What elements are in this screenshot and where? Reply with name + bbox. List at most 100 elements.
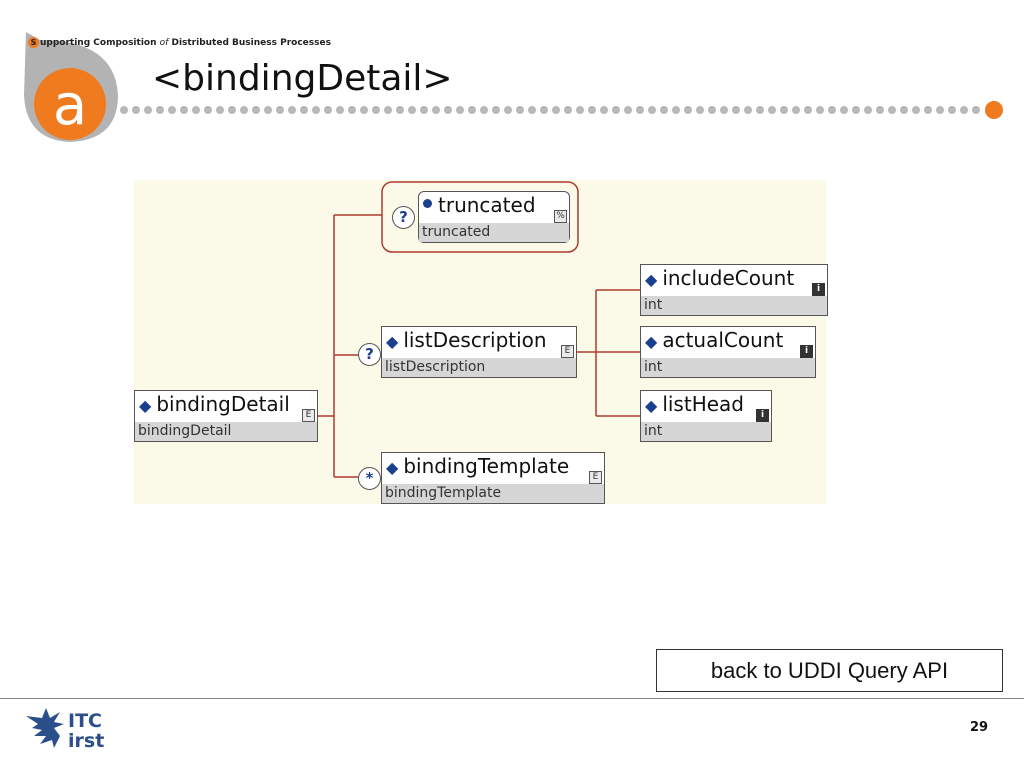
element-badge-icon: E [302, 409, 315, 422]
element-badge-icon: E [589, 471, 602, 484]
rule-dot [900, 106, 908, 114]
rule-dot [192, 106, 200, 114]
node-bindingTemplate[interactable]: ◆bindingTemplate bindingTemplate E [381, 452, 605, 504]
rule-dot [180, 106, 188, 114]
rule-dot [300, 106, 308, 114]
rule-dot [360, 106, 368, 114]
rule-dot [240, 106, 248, 114]
itc-irst-logo: ITC irst [26, 708, 104, 752]
rule-dot [696, 106, 704, 114]
rule-dot [516, 106, 524, 114]
info-badge-icon: i [800, 345, 813, 358]
zero-or-more-icon: * [358, 467, 381, 490]
rule-dot [480, 106, 488, 114]
rule-dot [600, 106, 608, 114]
diamond-icon: ◆ [386, 332, 399, 351]
rule-dot [684, 106, 692, 114]
rule-dot [756, 106, 764, 114]
rule-dot [408, 106, 416, 114]
node-bindingDetail[interactable]: ◆bindingDetail bindingDetail E [134, 390, 318, 442]
node-actualCount[interactable]: ◆actualCount int i [640, 326, 816, 378]
rule-dot [852, 106, 860, 114]
rule-dot [732, 106, 740, 114]
rule-dot [252, 106, 260, 114]
footer-divider [0, 698, 1024, 699]
rule-dot [216, 106, 224, 114]
rule-dot [384, 106, 392, 114]
rule-dot [924, 106, 932, 114]
rule-dot [132, 106, 140, 114]
rule-dot [432, 106, 440, 114]
info-badge-icon: i [756, 409, 769, 422]
rule-dot [888, 106, 896, 114]
rule-dot [156, 106, 164, 114]
rule-dot [552, 106, 560, 114]
rule-dot [420, 106, 428, 114]
rule-dot [348, 106, 356, 114]
diamond-icon: ◆ [139, 396, 152, 415]
info-badge-icon: i [812, 283, 825, 296]
rule-dot [780, 106, 788, 114]
rule-dot [576, 106, 584, 114]
optional-question-icon: ? [392, 206, 415, 229]
rule-dot [816, 106, 824, 114]
rule-dot [660, 106, 668, 114]
title-dotted-rule [120, 101, 1003, 119]
rule-dot [672, 106, 680, 114]
rule-dot [396, 106, 404, 114]
rule-dot [120, 106, 128, 114]
rule-dot [504, 106, 512, 114]
back-to-uddi-query-api-link[interactable]: back to UDDI Query API [656, 649, 1003, 692]
rule-dot [636, 106, 644, 114]
element-badge-icon: E [561, 345, 574, 358]
rule-dot [948, 106, 956, 114]
rule-dot [468, 106, 476, 114]
rule-dot [492, 106, 500, 114]
logo-a: a [24, 32, 118, 142]
rule-dot [864, 106, 872, 114]
svg-text:a: a [53, 73, 87, 138]
rule-dot [312, 106, 320, 114]
node-listHead[interactable]: ◆listHead int i [640, 390, 772, 442]
rule-dot [828, 106, 836, 114]
rule-dot [936, 106, 944, 114]
rule-dot [372, 106, 380, 114]
rule-dot [708, 106, 716, 114]
rule-dot [588, 106, 596, 114]
rule-dot [792, 106, 800, 114]
rule-dot [168, 106, 176, 114]
rule-dot [960, 106, 968, 114]
rule-dot [228, 106, 236, 114]
node-listDescription[interactable]: ◆listDescription listDescription E [381, 326, 577, 378]
rule-dot [804, 106, 812, 114]
page-number: 29 [970, 720, 989, 735]
diamond-icon: ◆ [386, 458, 399, 477]
s-letter: S [28, 37, 39, 48]
diamond-icon: ◆ [645, 332, 658, 351]
rule-dot [768, 106, 776, 114]
rule-dot [540, 106, 548, 114]
node-truncated[interactable]: truncated truncated % [418, 191, 570, 243]
rule-dot [336, 106, 344, 114]
rule-dot [972, 106, 980, 114]
rule-dot [456, 106, 464, 114]
schema-diagram: ◆bindingDetail bindingDetail E ? truncat… [134, 180, 828, 504]
rule-dot [564, 106, 572, 114]
rule-dot [324, 106, 332, 114]
rule-dot [204, 106, 212, 114]
rule-dot [840, 106, 848, 114]
rule-dot [648, 106, 656, 114]
rule-dot [528, 106, 536, 114]
rule-dot [444, 106, 452, 114]
rule-dot [912, 106, 920, 114]
optional-question-icon: ? [358, 343, 381, 366]
svg-text:ITC: ITC [68, 710, 102, 732]
node-includeCount[interactable]: ◆includeCount int i [640, 264, 828, 316]
rule-dot [720, 106, 728, 114]
connector-lines [317, 181, 640, 478]
type-badge-icon: % [554, 210, 567, 223]
attribute-dot-icon [423, 199, 432, 208]
rule-dot [876, 106, 884, 114]
rule-dot [624, 106, 632, 114]
